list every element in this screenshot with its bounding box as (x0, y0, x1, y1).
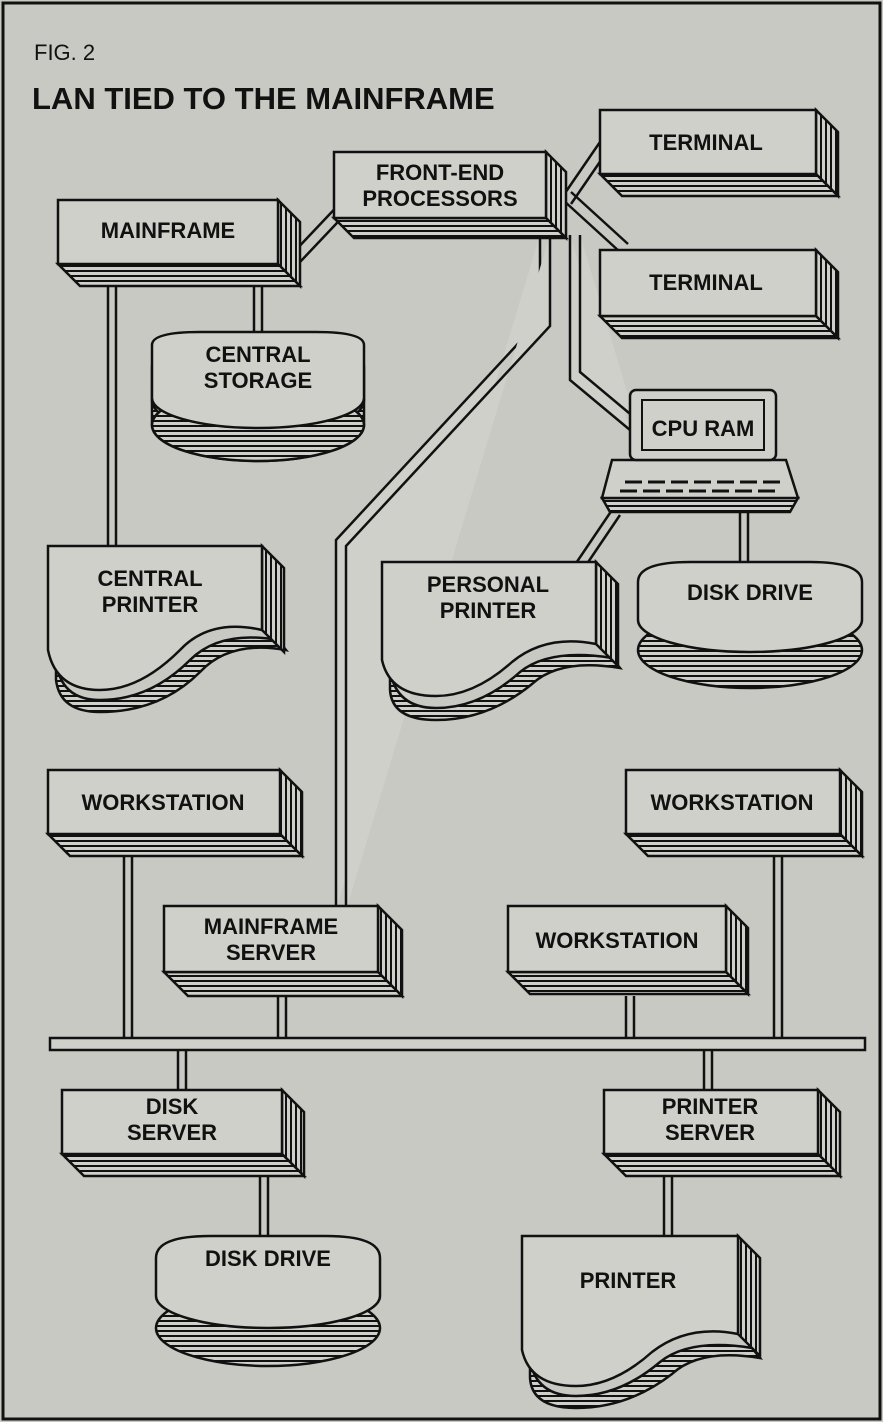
figure-label: FIG. 2 (34, 40, 95, 65)
personal-printer-label-2: PRINTER (440, 598, 537, 623)
printer: PRINTER (520, 1232, 764, 1410)
workstation-left-label: WORKSTATION (82, 790, 245, 815)
printer-server: PRINTER SERVER (600, 1086, 844, 1180)
central-storage-label-2: STORAGE (204, 368, 312, 393)
figure-title: LAN TIED TO THE MAINFRAME (32, 81, 495, 116)
central-printer-label-2: PRINTER (102, 592, 199, 617)
disk-drive-bottom: DISK DRIVE (154, 1234, 382, 1368)
workstation-right: WORKSTATION (622, 766, 866, 860)
terminal-bottom-label: TERMINAL (649, 270, 763, 295)
workstation-middle: WORKSTATION (504, 902, 752, 998)
personal-computer: CPU RAM (599, 388, 801, 514)
central-storage: CENTRAL STORAGE (150, 330, 366, 463)
printer-server-label-1: PRINTER (662, 1094, 759, 1119)
printer-server-label-2: SERVER (665, 1120, 755, 1145)
workstation-right-label: WORKSTATION (651, 790, 814, 815)
terminal-top: TERMINAL (596, 106, 842, 200)
terminal-bottom: TERMINAL (596, 246, 842, 342)
disk-server: DISK SERVER (58, 1086, 308, 1180)
central-printer-label-1: CENTRAL (97, 566, 202, 591)
front-end-label-2: PROCESSORS (362, 186, 517, 211)
lan-bus (48, 1036, 867, 1052)
mainframe-server-label-1: MAINFRAME (204, 914, 338, 939)
workstation-left: WORKSTATION (44, 766, 306, 860)
mainframe-label: MAINFRAME (101, 218, 235, 243)
front-end-processors: FRONT-END PROCESSORS (330, 148, 570, 242)
personal-printer: PERSONAL PRINTER (380, 558, 624, 722)
disk-server-label-1: DISK (146, 1094, 199, 1119)
cpu-ram-label: CPU RAM (652, 416, 755, 441)
workstation-middle-label: WORKSTATION (536, 928, 699, 953)
mainframe-server-label-2: SERVER (226, 940, 316, 965)
mainframe-server: MAINFRAME SERVER (160, 902, 406, 1000)
disk-server-label-2: SERVER (127, 1120, 217, 1145)
printer-label: PRINTER (580, 1268, 677, 1293)
mainframe: MAINFRAME (54, 196, 304, 290)
terminal-top-label: TERMINAL (649, 130, 763, 155)
disk-drive-pc: DISK DRIVE (636, 560, 864, 690)
front-end-label-1: FRONT-END (376, 160, 504, 185)
personal-printer-label-1: PERSONAL (427, 572, 549, 597)
disk-drive-bottom-label: DISK DRIVE (205, 1246, 331, 1271)
disk-drive-pc-label: DISK DRIVE (687, 580, 813, 605)
central-storage-label-1: CENTRAL (205, 342, 310, 367)
central-printer: CENTRAL PRINTER (46, 542, 290, 714)
